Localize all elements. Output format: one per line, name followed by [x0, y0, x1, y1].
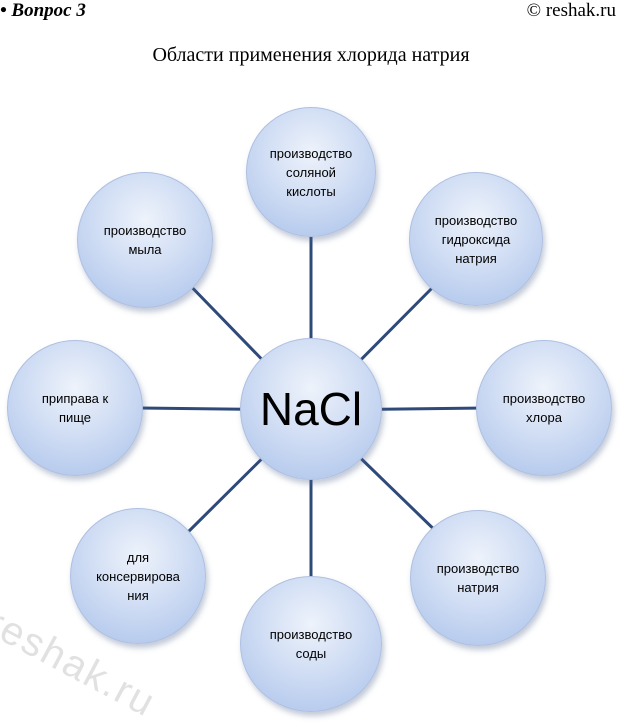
- node-food-seasoning: приправа к пище: [7, 340, 143, 476]
- node-label: производство хлора: [502, 391, 586, 425]
- node-sodium-hydroxide: производство гидроксида натрия: [409, 172, 543, 306]
- question-label: • Вопрос 3: [0, 0, 86, 21]
- diagram-title: Области применения хлорида натрия: [152, 44, 470, 66]
- node-label: производство соды: [269, 627, 353, 661]
- node-label: для консервирова ния: [96, 549, 180, 603]
- node-label: производство соляной кислоты: [269, 145, 353, 199]
- node-soap: производство мыла: [77, 172, 213, 308]
- node-chlorine: производство хлора: [476, 340, 612, 476]
- copyright-label: © reshak.ru: [526, 0, 616, 21]
- center-label: NaCl: [259, 383, 363, 435]
- node-label: производство гидроксида натрия: [434, 212, 518, 266]
- node-hydrochloric-acid: производство соляной кислоты: [246, 107, 376, 237]
- node-label: производство мыла: [103, 223, 187, 257]
- node-preservation: для консервирова ния: [70, 508, 206, 644]
- node-sodium: производство натрия: [410, 510, 546, 646]
- node-label: производство натрия: [436, 561, 520, 595]
- node-label: приправа к пище: [41, 391, 109, 425]
- node-soda: производство соды: [240, 576, 382, 712]
- node-center-nacl: NaCl: [240, 338, 382, 480]
